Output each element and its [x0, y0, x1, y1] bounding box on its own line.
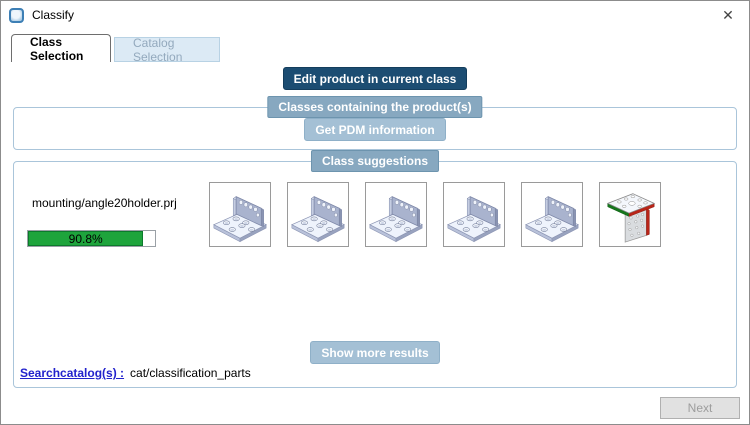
angle-bracket-graphic	[368, 195, 424, 242]
angle-bracket-thumbnail-4[interactable]	[443, 182, 505, 247]
get-pdm-information-button[interactable]: Get PDM information	[304, 118, 446, 141]
angle-bracket-thumbnail-5[interactable]	[521, 182, 583, 247]
tab-content: Edit product in current class Classes co…	[1, 62, 749, 424]
classes-containing-legend: Classes containing the product(s)	[267, 96, 483, 118]
window-title: Classify	[32, 8, 75, 22]
angle-bracket-thumbnail-6-highlighted[interactable]	[599, 182, 661, 247]
progress-fill: 90.8%	[28, 231, 144, 246]
angle-bracket-thumbnail-2[interactable]	[287, 182, 349, 247]
confidence-progress-bar: 90.8%	[27, 230, 156, 247]
confidence-label: 90.8%	[68, 231, 103, 246]
angle-bracket-thumbnail-3[interactable]	[365, 182, 427, 247]
show-more-row: Show more results	[14, 341, 736, 364]
angle-bracket-thumbnail-1[interactable]	[209, 182, 271, 247]
show-more-results-button[interactable]: Show more results	[310, 341, 440, 364]
tab-catalog-selection[interactable]: Catalog Selection	[114, 36, 220, 64]
search-catalog-link[interactable]: Searchcatalog(s) :	[20, 366, 125, 380]
edit-product-row: Edit product in current class	[1, 67, 749, 90]
angle-bracket-graphic	[212, 195, 268, 242]
search-catalog-value: cat/classification_parts	[130, 366, 251, 380]
app-icon	[9, 7, 24, 23]
tab-class-selection[interactable]: Class Selection	[11, 34, 111, 63]
close-icon[interactable]: ✕	[722, 7, 734, 23]
thumbnail-row	[209, 182, 661, 247]
angle-bracket-graphic	[446, 195, 502, 242]
classes-containing-panel: Classes containing the product(s) Get PD…	[13, 96, 737, 150]
edit-product-button[interactable]: Edit product in current class	[282, 67, 468, 90]
angle-bracket-graphic	[524, 195, 580, 242]
angle-bracket-highlighted-graphic	[606, 192, 656, 243]
title-bar: Classify ✕	[1, 1, 749, 29]
search-catalog-row: Searchcatalog(s) : cat/classification_par…	[20, 366, 251, 380]
suggestion-class-name: mounting/angle20holder.prj	[32, 196, 177, 210]
class-suggestions-panel: Class suggestions mounting/angle20holder…	[13, 150, 737, 388]
tab-bar: Class Selection Catalog Selection	[11, 34, 739, 64]
angle-bracket-graphic	[290, 195, 346, 242]
get-pdm-row: Get PDM information	[14, 118, 736, 141]
next-button[interactable]: Next	[660, 397, 740, 419]
class-suggestions-legend: Class suggestions	[310, 150, 440, 172]
